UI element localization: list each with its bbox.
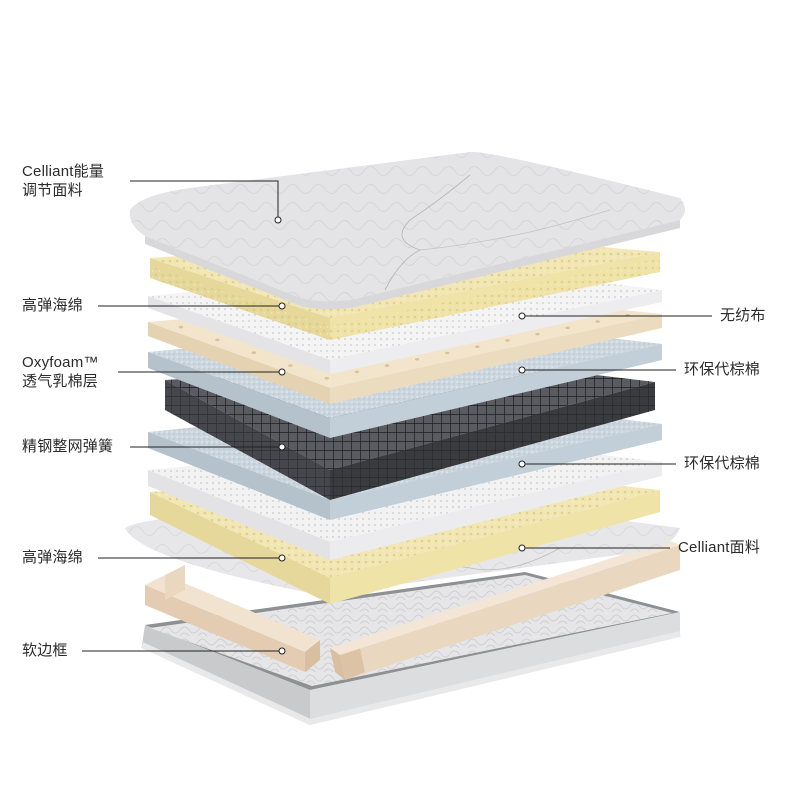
leader-dot: [278, 647, 286, 655]
latex-pinhole: [324, 376, 329, 380]
latex-pinhole: [505, 339, 510, 342]
label-line-1: Oxyfoam™: [22, 354, 99, 371]
leader-dot: [518, 312, 526, 320]
latex-pinhole: [354, 370, 360, 374]
leader-end-dots: [274, 216, 526, 655]
leader-dot: [278, 554, 286, 562]
label-high-resilience-foam-lower: 高弹海绵: [22, 549, 83, 566]
leader-dot: [518, 544, 526, 552]
latex-pinhole: [215, 338, 220, 342]
celliant-top-fabric: [129, 151, 685, 310]
label-palm-fiber-lower: 环保代棕棉: [684, 455, 761, 472]
leader-dot: [518, 460, 526, 468]
latex-pinhole: [414, 358, 420, 361]
latex-pinhole: [595, 320, 600, 323]
latex-pinhole: [384, 364, 390, 367]
latex-pinhole: [251, 351, 257, 355]
leader-dot: [278, 302, 286, 310]
leader-dot: [278, 368, 286, 376]
label-non-woven: 无纺布: [720, 307, 766, 324]
label-celliant-energy-fabric: Celliant能量 调节面料: [22, 162, 104, 200]
leader-dot: [518, 366, 526, 374]
label-line-2: 透气乳棉层: [22, 373, 99, 390]
latex-pinhole: [445, 351, 450, 355]
label-soft-edge-frame: 软边框: [22, 642, 68, 659]
label-celliant-fabric: Celliant面料: [678, 539, 761, 556]
label-oxyfoam: Oxyfoam™ 透气乳棉层: [22, 353, 99, 391]
leader-top-fabric: [130, 180, 279, 220]
label-high-resilience-foam-upper: 高弹海绵: [22, 297, 83, 314]
latex-pinhole: [288, 364, 293, 367]
label-steel-spring: 精钢整网弹簧: [22, 438, 114, 455]
leader-dot: [278, 443, 286, 451]
latex-pinhole: [535, 332, 540, 336]
soft-edge-frame: [145, 540, 680, 680]
label-line-1: Celliant能量: [22, 163, 105, 180]
latex-pinhole: [475, 345, 480, 349]
label-line-2: 调节面料: [22, 182, 83, 199]
latex-pinhole: [178, 325, 184, 329]
label-palm-fiber-upper: 环保代棕棉: [684, 361, 761, 378]
latex-pinhole: [565, 326, 570, 330]
leader-lines: [82, 180, 712, 652]
leader-dot: [274, 216, 282, 224]
